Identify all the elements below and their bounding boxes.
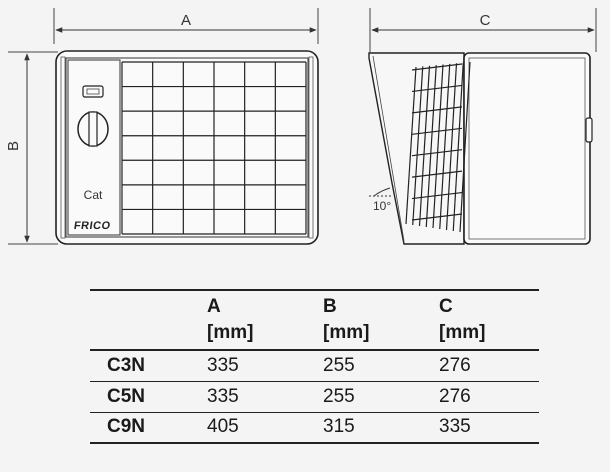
grille-slanted-bar [405,66,417,225]
row-a-value: 335 [207,354,239,376]
grille-cross-bar [411,149,463,157]
dimension-a-label: A [181,12,191,29]
grille-slanted-bar [425,65,437,228]
side-view: C 10° [368,8,597,245]
header-a-unit: [mm] [207,322,254,343]
grille-slanted-bar [439,63,451,230]
header-b-unit: [mm] [323,322,370,343]
grille-cross-bar [411,213,463,221]
header-b: B [mm] [323,290,439,350]
front-view: A B Cat FRICO [5,8,319,245]
dimension-b-label: B [5,141,22,151]
row-b-value: 315 [323,416,355,438]
grille-cross-bar [411,170,463,178]
table-header-row: A [mm] B [mm] C [mm] [90,290,539,350]
grille-cross-bar [411,84,463,93]
wall-bracket-icon [585,117,593,143]
thermostat-knob-icon [77,111,109,147]
row-a-value: 335 [207,385,239,407]
grille-cross-bar [411,191,463,200]
angle-label: 10° [373,199,391,213]
row-model: C3N [107,354,146,376]
grille-cross-bar [411,63,463,71]
row-c-value: 276 [439,354,471,376]
header-model [90,290,207,350]
grille-slanted-bar [452,62,464,232]
header-c-name: C [439,296,453,317]
row-a-value: 405 [207,416,239,438]
row-b-value: 255 [323,354,355,376]
grille-cross-bar [411,127,463,135]
grille-slanted-bar [418,65,431,227]
table-row: C9N 405 315 335 [90,412,539,443]
header-c-unit: [mm] [439,322,486,343]
grille-slanted-bar [459,61,471,233]
dimension-c-label: C [480,12,491,29]
grille-slanted-bar [432,64,444,229]
dimensions-table: A [mm] B [mm] C [mm] C3N 335 255 276 C5N… [90,289,539,444]
dimension-drawing: A B Cat FRICO C [5,8,597,245]
row-c-value: 335 [439,416,471,438]
header-a: A [mm] [207,290,323,350]
indicator-lamp-icon [82,85,104,98]
header-c: C [mm] [439,290,539,350]
row-model: C9N [107,416,146,438]
grille-cross-bar [411,106,463,114]
header-a-name: A [207,296,221,317]
header-b-name: B [323,296,337,317]
row-b-value: 255 [323,385,355,407]
row-c-value: 276 [439,385,471,407]
front-grille [121,61,307,235]
row-model: C5N [107,385,146,407]
grille-slanted-bar [445,63,458,231]
rear-body [463,52,591,245]
brand-logo: FRICO [73,220,111,232]
table-row: C3N 335 255 276 [90,350,539,381]
control-label: Cat [84,188,103,202]
table-row: C5N 335 255 276 [90,381,539,412]
side-grille [405,61,471,233]
